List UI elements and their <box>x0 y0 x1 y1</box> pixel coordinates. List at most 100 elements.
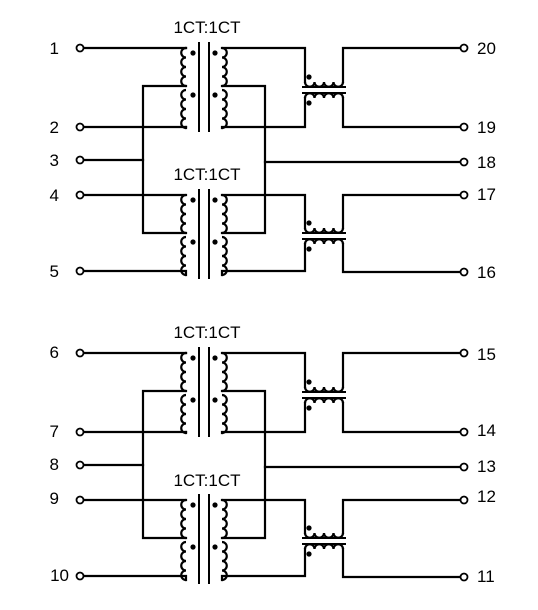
tx1-dot-s1 <box>212 50 218 56</box>
choke4-dot-a <box>306 525 312 531</box>
choke1-dot-b <box>306 100 312 106</box>
b0-ct-primary-bus <box>141 84 188 235</box>
tx4-primary-lower <box>180 540 187 582</box>
pin-label-11: 11 <box>477 567 495 586</box>
choke3-dot-a <box>306 379 312 385</box>
tx2-secondary-upper <box>221 193 228 235</box>
b1-pin-r4 <box>459 495 469 505</box>
b1-wire-l5 <box>82 574 188 582</box>
pin-label-4: 4 <box>50 186 59 205</box>
pin-label-14: 14 <box>477 421 496 440</box>
b0-wire-s1-bot <box>220 96 307 130</box>
b1-pin-r5 <box>459 572 469 582</box>
tx3-secondary-upper <box>221 351 228 393</box>
tx3-dot-p2 <box>190 397 196 403</box>
b0-pin-r1 <box>459 43 469 53</box>
b1-pin-r2 <box>459 427 469 437</box>
tx1-primary-lower <box>180 88 187 130</box>
pin-label-1: 1 <box>50 39 59 58</box>
choke4-dot-b <box>306 551 312 557</box>
b0-wire-s2-bot <box>220 242 307 277</box>
coils <box>180 46 345 582</box>
b1-wire-r2 <box>341 401 462 434</box>
tx3-dot-s1 <box>212 355 218 361</box>
tx3-secondary-lower <box>221 393 228 435</box>
tx4-dot-p2 <box>190 544 196 550</box>
tx4-dot-p1 <box>190 502 196 508</box>
b0-pin-l4 <box>75 190 85 200</box>
pin-label-7: 7 <box>50 422 59 441</box>
pin-label-5: 5 <box>50 262 59 281</box>
wiring <box>82 42 462 584</box>
tx2-primary-upper <box>180 193 187 235</box>
b1-pin-l5 <box>75 571 85 581</box>
ratio-label-4: 1CT:1CT <box>173 471 240 490</box>
b0-pin-r3 <box>459 157 469 167</box>
tx1-dot-p1 <box>190 50 196 56</box>
choke1-lower-coil <box>303 92 345 99</box>
b1-wire-s1-bot <box>220 401 307 435</box>
choke4-upper-coil <box>303 532 345 539</box>
tx3-dot-s2 <box>212 397 218 403</box>
tx3-primary-lower <box>180 393 187 435</box>
b0-pin-l1 <box>75 43 85 53</box>
tx4-dot-s1 <box>212 502 218 508</box>
b1-pin-r1 <box>459 348 469 358</box>
tx2-dot-p1 <box>190 197 196 203</box>
b0-pin-r2 <box>459 122 469 132</box>
choke3-lower-coil <box>303 397 345 404</box>
ratio-label-2: 1CT:1CT <box>173 165 240 184</box>
tx1-dot-s2 <box>212 92 218 98</box>
choke1-upper-coil <box>303 81 345 88</box>
tx4-primary-upper <box>180 498 187 540</box>
b0-wire-l5 <box>82 269 188 277</box>
b1-wire-r1 <box>341 351 462 389</box>
pin-label-3: 3 <box>50 151 59 170</box>
b0-wire-s1-top <box>220 46 307 84</box>
pin-label-20: 20 <box>477 39 496 58</box>
tx1-primary-upper <box>180 46 187 88</box>
pin-label-17: 17 <box>477 185 496 204</box>
b0-pin-l3 <box>75 155 85 165</box>
choke1-dot-a <box>306 74 312 80</box>
choke2-lower-coil <box>303 238 345 245</box>
b1-wire-s2-top <box>220 498 307 535</box>
b1-ct-primary-bus <box>141 389 188 540</box>
b1-ct-secondary-bus <box>220 389 267 540</box>
b1-wire-r5 <box>341 547 462 579</box>
b1-pin-l4 <box>75 495 85 505</box>
b0-wire-r1 <box>341 46 462 84</box>
ratio-label-1: 1CT:1CT <box>173 18 240 37</box>
choke3-upper-coil <box>303 386 345 393</box>
b1-wire-r4 <box>341 498 462 535</box>
tx4-secondary-upper <box>221 498 228 540</box>
b0-wire-r4 <box>341 193 462 230</box>
pin-label-2: 2 <box>50 118 59 137</box>
pin-label-6: 6 <box>50 343 59 362</box>
tx4-secondary-lower <box>221 540 228 582</box>
tx2-dot-p2 <box>190 239 196 245</box>
choke4-lower-coil <box>303 543 345 550</box>
b1-wire-s2-bot <box>220 547 307 582</box>
tx3-primary-upper <box>180 351 187 393</box>
b1-pin-l1 <box>75 348 85 358</box>
pin-label-15: 15 <box>477 345 496 364</box>
b1-pin-l2 <box>75 427 85 437</box>
pin-label-10: 10 <box>50 566 69 585</box>
b1-wire-s1-top <box>220 351 307 389</box>
tx2-dot-s1 <box>212 197 218 203</box>
pin-label-8: 8 <box>50 455 59 474</box>
b0-wire-r2 <box>341 96 462 129</box>
tx1-secondary-upper <box>221 46 228 88</box>
choke2-upper-coil <box>303 227 345 234</box>
b1-pin-l3 <box>75 460 85 470</box>
tx4-dot-s2 <box>212 544 218 550</box>
tx3-dot-p1 <box>190 355 196 361</box>
choke2-dot-b <box>306 246 312 252</box>
pins <box>75 43 469 582</box>
tx2-primary-lower <box>180 235 187 277</box>
tx2-secondary-lower <box>221 235 228 277</box>
tx1-secondary-lower <box>221 88 228 130</box>
b0-wire-s2-top <box>220 193 307 230</box>
